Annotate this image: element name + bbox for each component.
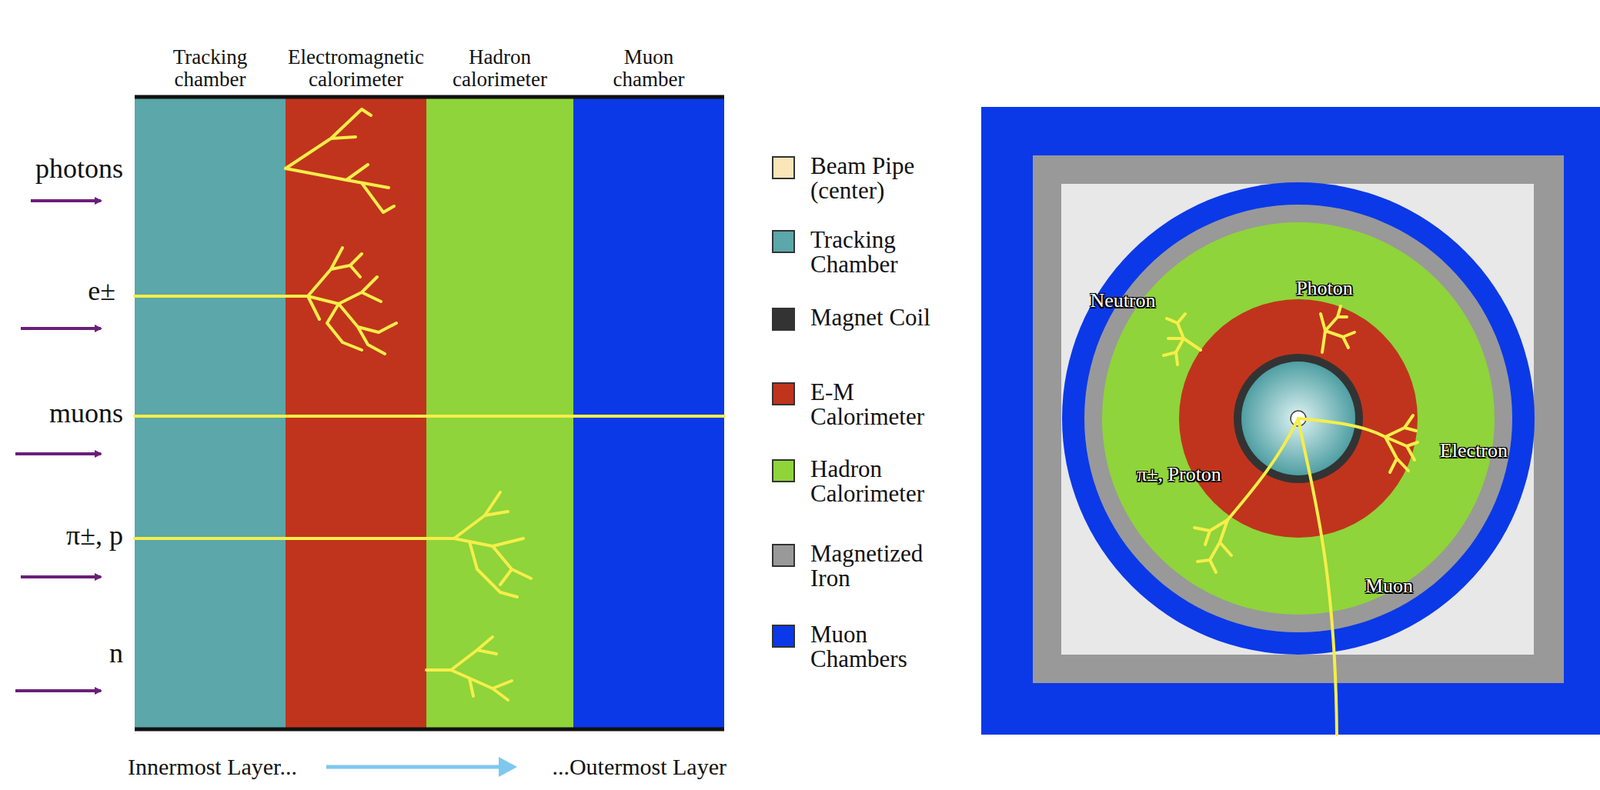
particle-track	[134, 247, 397, 355]
legend-text: Hadron Calorimeter	[810, 457, 965, 506]
legend-text: Magnetized Iron	[810, 541, 965, 591]
legend-text: E-M Calorimeter	[810, 380, 965, 429]
legend-swatch	[771, 307, 795, 331]
row-label: photons	[35, 152, 124, 185]
particle-track	[426, 637, 512, 701]
row-label: n	[109, 637, 124, 670]
panel-border	[134, 728, 725, 732]
layer-heading: Electromagnetic calorimeter	[287, 46, 425, 91]
legend-swatch	[771, 230, 795, 254]
particle-track	[134, 414, 725, 418]
row-label: muons	[49, 397, 124, 430]
legend-swatch	[771, 156, 795, 180]
panel-border	[134, 95, 725, 100]
detector-layer-band: Hadron calorimeter	[426, 96, 574, 730]
detector-layer-band: Tracking chamber	[134, 96, 286, 730]
legend-swatch	[771, 624, 795, 649]
row-label: e±	[87, 274, 116, 308]
layer-heading: Tracking chamber	[173, 46, 248, 91]
det-label: Photon	[1296, 277, 1353, 301]
legend-text: Tracking Chamber	[810, 227, 965, 277]
foot-label: ...Outermost Layer	[551, 754, 727, 781]
legend-text: Magnet Coil	[810, 305, 965, 331]
foot-label: Innermost Layer...	[127, 754, 298, 781]
det-label: Electron	[1439, 439, 1508, 463]
layer-heading: Hadron calorimeter	[452, 46, 548, 91]
legend-swatch	[771, 459, 795, 483]
particle-track	[285, 109, 395, 213]
legend-text: Beam Pipe (center)	[810, 153, 965, 203]
det-label: Neutron	[1089, 289, 1156, 313]
legend-swatch	[771, 382, 795, 406]
legend-swatch	[771, 544, 795, 568]
legend-text: Muon Chambers	[810, 622, 965, 672]
row-label: π±, p	[66, 519, 124, 552]
layer-heading: Muon chamber	[613, 46, 685, 91]
detector-layer-band: Electromagnetic calorimeter	[285, 96, 427, 730]
particle-track	[134, 492, 532, 598]
det-label: π±, Proton	[1136, 463, 1222, 487]
det-label: Muon	[1365, 574, 1413, 598]
detector-layer-band: Muon chamber	[573, 96, 725, 730]
